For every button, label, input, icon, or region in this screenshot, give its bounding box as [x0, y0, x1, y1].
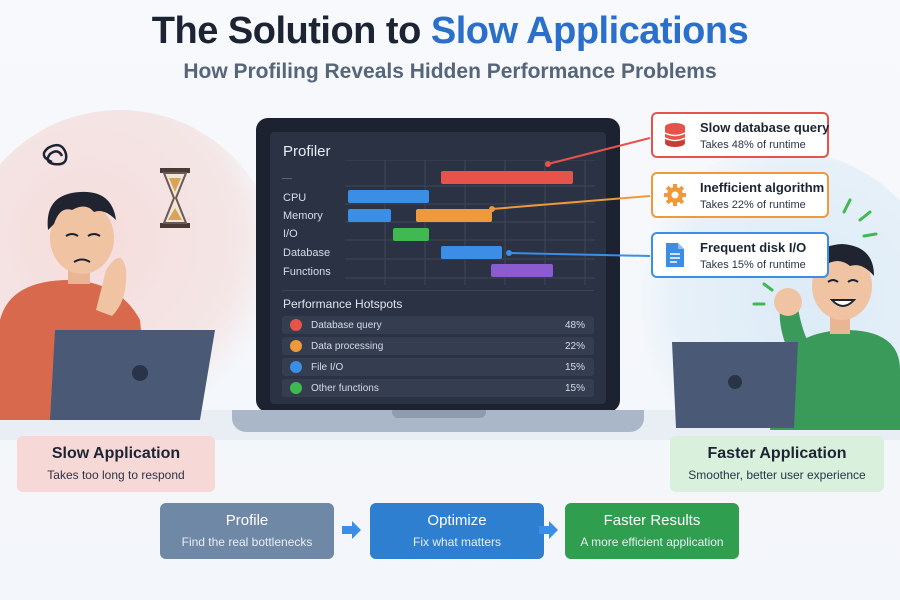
- hotspot-label: Data processing: [311, 341, 384, 352]
- slow-application-panel: Slow Application Takes too long to respo…: [17, 436, 215, 492]
- file-icon: [666, 243, 684, 267]
- hotspot-dot-green: [290, 382, 302, 394]
- step-subtitle: Find the real bottlenecks: [181, 535, 313, 549]
- step-profile: Profile Find the real bottlenecks: [160, 503, 334, 559]
- faster-application-panel: Faster Application Smoother, better user…: [670, 436, 884, 492]
- timeline-bar-io: [393, 228, 429, 241]
- callout-subtitle: Takes 48% of runtime: [700, 139, 806, 151]
- step-faster-results: Faster Results A more efficient applicat…: [565, 503, 739, 559]
- row-label-io: I/O: [283, 228, 298, 240]
- hotspot-row: [282, 337, 594, 355]
- panel-title: Faster Application: [707, 445, 847, 462]
- laptop-base: [232, 410, 644, 432]
- hotspot-dot-blue: [290, 361, 302, 373]
- hotspot-value: 15%: [564, 362, 585, 373]
- panel-subtitle: Smoother, better user experience: [688, 468, 866, 482]
- hotspots-divider: [282, 290, 594, 291]
- hotspot-label: File I/O: [311, 362, 344, 373]
- arrow-right-icon: [539, 521, 558, 539]
- step-title: Optimize: [427, 512, 487, 529]
- gear-icon: [664, 184, 686, 206]
- timeline-bar-database: [441, 246, 502, 259]
- hotspot-value: 48%: [564, 320, 585, 331]
- title-highlight: Slow Applications: [430, 10, 749, 52]
- page-title: The Solution to Slow Applications: [151, 10, 749, 52]
- hotspot-dot-red: [290, 319, 302, 331]
- callout-subtitle: Takes 22% of runtime: [700, 199, 806, 211]
- panel-title: Slow Application: [51, 445, 181, 462]
- hotspot-dot-orange: [290, 340, 302, 352]
- step-subtitle: Fix what matters: [412, 535, 502, 549]
- hotspot-row: [282, 379, 594, 397]
- hotspot-row: [282, 358, 594, 376]
- step-title: Faster Results: [603, 512, 701, 529]
- hotspot-value: 22%: [564, 341, 585, 352]
- timeline-bar-cpu: [348, 190, 429, 203]
- row-label-cpu: CPU: [283, 192, 307, 204]
- step-subtitle: A more efficient application: [580, 535, 724, 549]
- timeline-bar-algorithm: [416, 209, 492, 222]
- laptop-notch: [392, 410, 486, 418]
- callout-title: Inefficient algorithm: [700, 180, 825, 195]
- callout-subtitle: Takes 15% of runtime: [700, 259, 806, 271]
- callout-title: Slow database query: [700, 120, 830, 135]
- step-title: Profile: [225, 512, 269, 529]
- database-icon: [664, 123, 686, 147]
- row-label-memory: Memory: [283, 210, 323, 222]
- panel-subtitle: Takes too long to respond: [47, 468, 185, 482]
- frustrated-developer-illustration: [0, 120, 240, 420]
- hotspot-label: Other functions: [311, 383, 379, 394]
- timeline-bar-functions: [491, 264, 553, 277]
- timeline-bar-memory: [348, 209, 391, 222]
- row-label-functions: Functions: [283, 266, 331, 278]
- page-subtitle: How Profiling Reveals Hidden Performance…: [183, 60, 717, 83]
- row-label-database: Database: [283, 247, 331, 259]
- step-optimize: Optimize Fix what matters: [370, 503, 544, 559]
- arrow-right-icon: [342, 521, 361, 539]
- timeline-bar-database-query: [441, 171, 573, 184]
- profiler-title: Profiler: [283, 143, 331, 160]
- hotspot-row: [282, 316, 594, 334]
- profiler-divider-mark: [282, 178, 292, 179]
- hotspot-label: Database query: [311, 320, 382, 331]
- happy-developer-illustration: [660, 190, 900, 430]
- hotspots-title: Performance Hotspots: [283, 297, 403, 311]
- callout-title: Frequent disk I/O: [700, 240, 807, 255]
- hotspot-value: 15%: [564, 383, 585, 394]
